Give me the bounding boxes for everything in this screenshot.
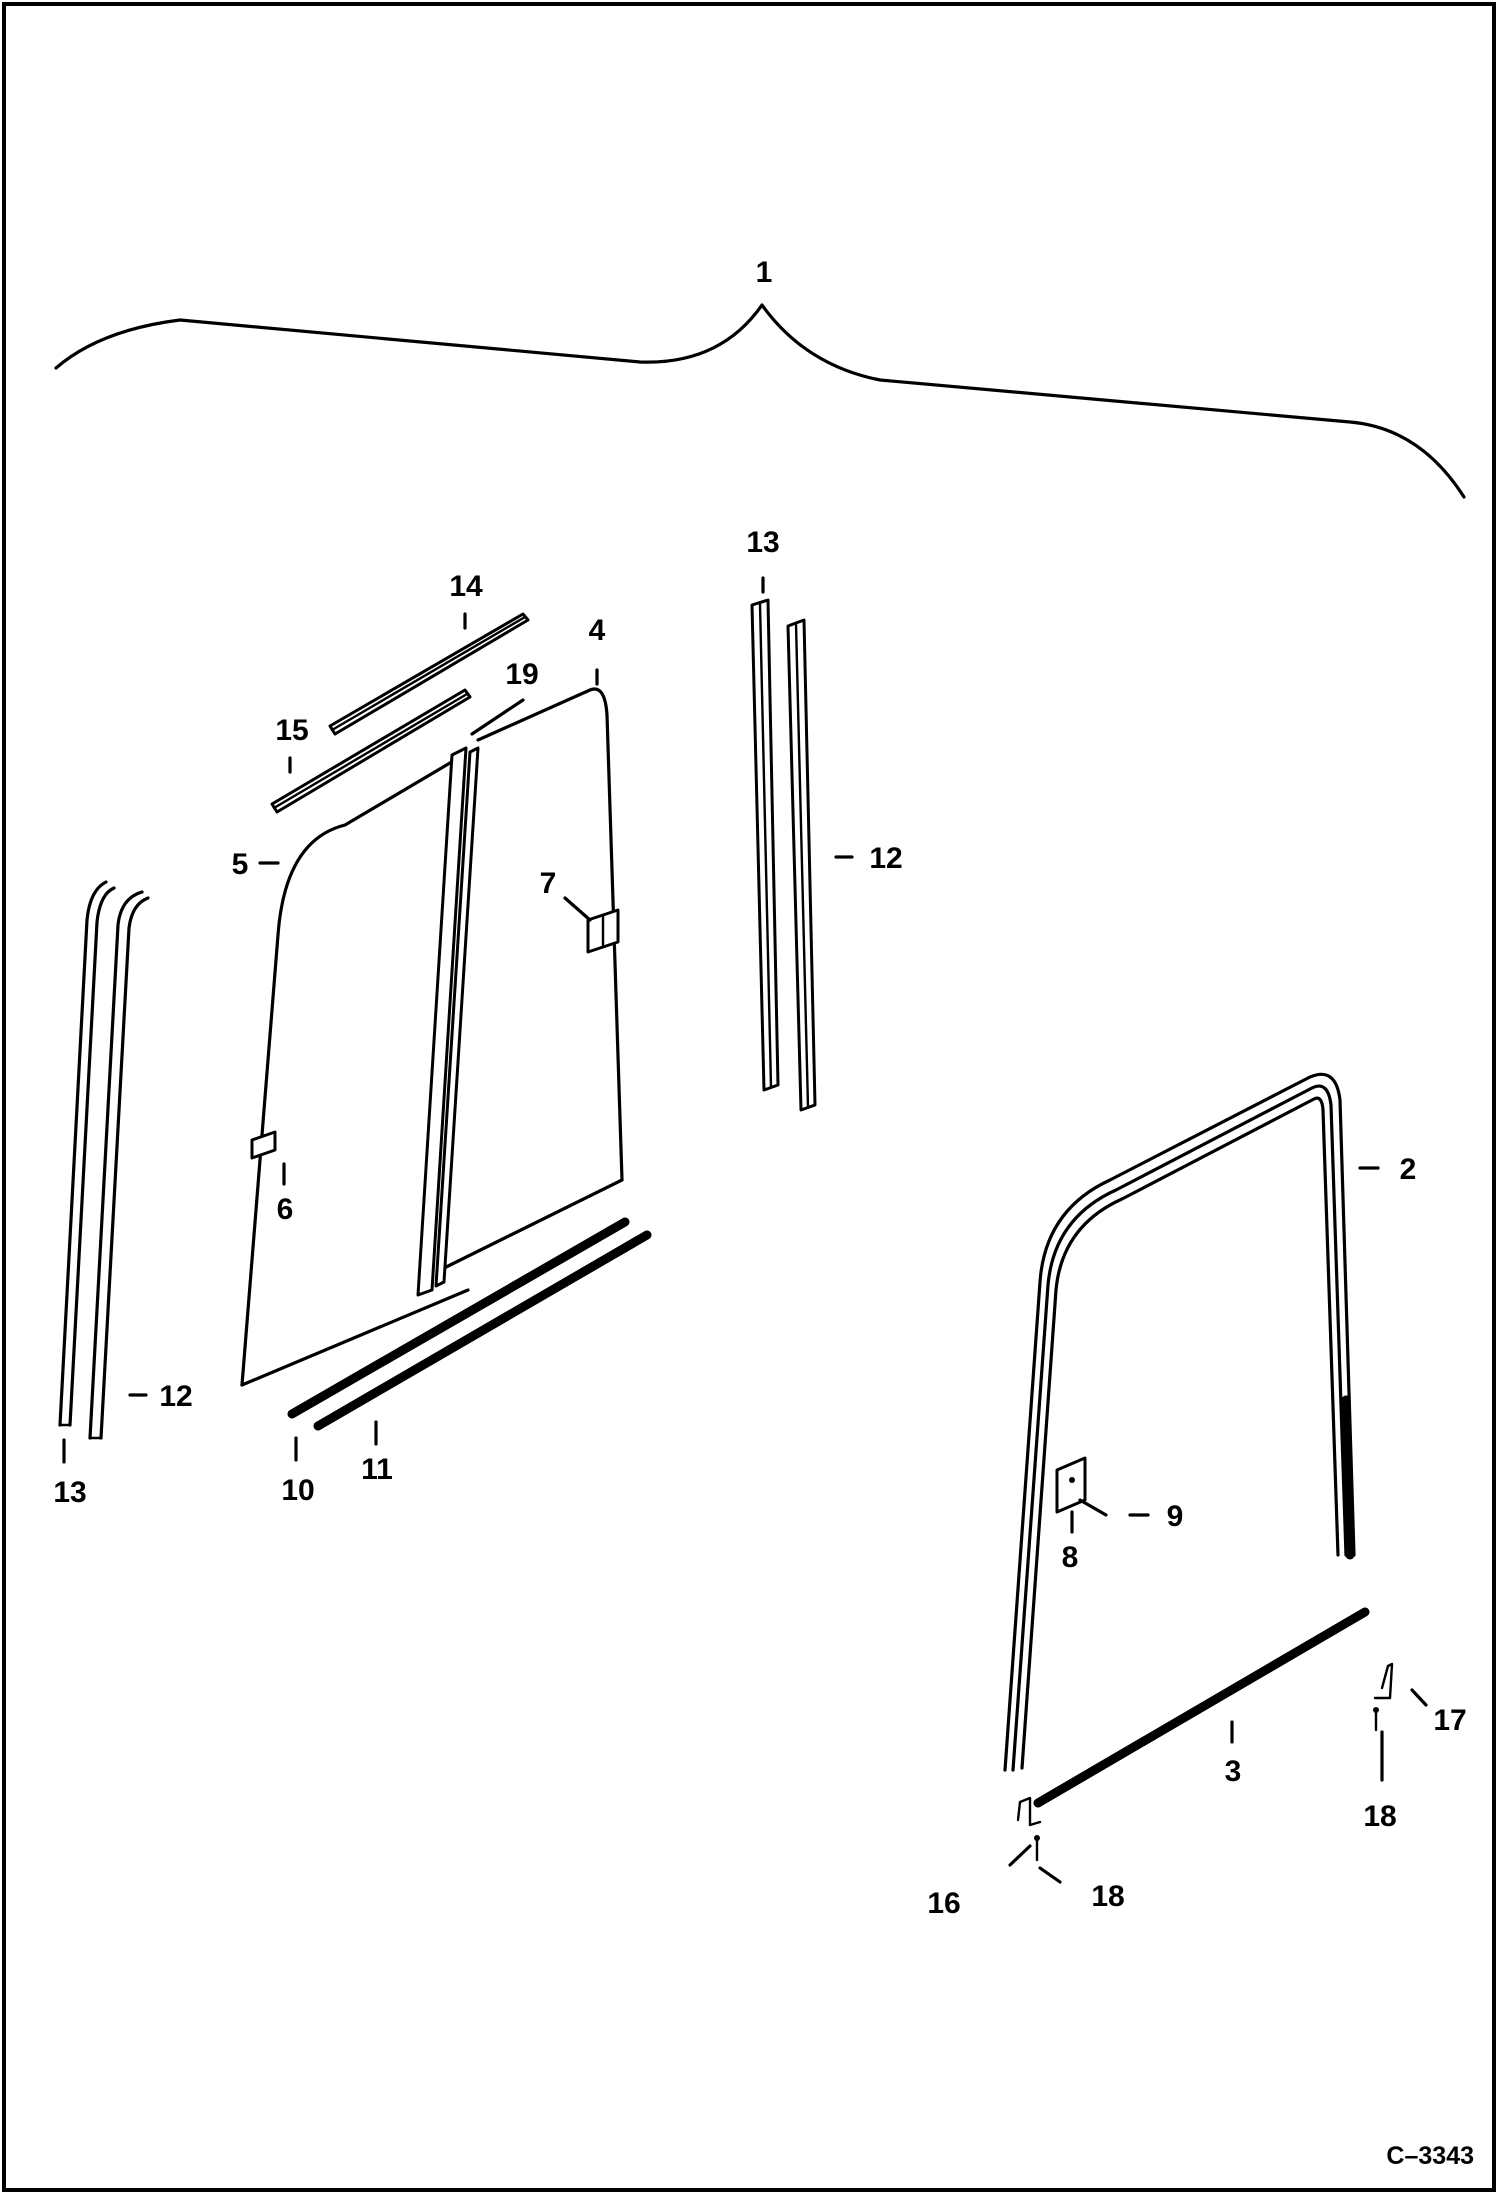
- part-13-right-rail: [750, 598, 780, 1092]
- callout-11: 11: [361, 1453, 393, 1486]
- callout-4: 4: [589, 614, 606, 647]
- part-16-bracket: [1016, 1796, 1042, 1827]
- callout-13-top: 13: [746, 526, 779, 559]
- part-7-latch: [586, 908, 620, 954]
- part-11-bottom-channel: [313, 1230, 652, 1431]
- part-19-center-rail: [416, 746, 480, 1297]
- part-10-bottom-channel: [287, 1217, 630, 1419]
- callout-14: 14: [449, 570, 483, 603]
- part-14-top-channel: [328, 612, 530, 736]
- callout-16: 16: [927, 1887, 960, 1920]
- part-6-catch: [250, 1130, 277, 1160]
- callout-10: 10: [281, 1474, 314, 1507]
- part-13-left-rail: [58, 880, 116, 1427]
- part-15-top-channel: [270, 688, 472, 814]
- callout-7: 7: [540, 867, 557, 900]
- part-12-right-rail: [786, 618, 817, 1112]
- callout-17: 17: [1433, 1704, 1466, 1737]
- glass-bottom-edge: [438, 1178, 624, 1272]
- callout-18-left: 18: [1091, 1880, 1124, 1913]
- figure-reference: C–3343: [1386, 2142, 1474, 2170]
- callout-6: 6: [277, 1193, 294, 1226]
- callout-13-left: 13: [53, 1476, 86, 1509]
- callout-9: 9: [1167, 1500, 1184, 1533]
- leader-lines: [62, 576, 1428, 1884]
- callout-1: 1: [756, 256, 773, 289]
- part-2-frame-seal: [1003, 1072, 1356, 1772]
- callout-8: 8: [1062, 1541, 1079, 1574]
- callout-3: 3: [1225, 1755, 1242, 1788]
- callout-18-right: 18: [1363, 1800, 1396, 1833]
- glass-bottom-edge: [240, 1288, 470, 1387]
- callout-15: 15: [275, 714, 308, 747]
- callout-2: 2: [1400, 1153, 1417, 1186]
- part-5-glass-left: [240, 758, 457, 1387]
- callout-5: 5: [232, 848, 249, 881]
- part-4-glass-right: [438, 687, 624, 1272]
- part-18-screw-left: [1034, 1835, 1040, 1862]
- part-12-left-rail: [88, 890, 150, 1440]
- assembly-bracket: [54, 303, 1466, 499]
- callout-19: 19: [505, 658, 538, 691]
- callout-12-right: 12: [869, 842, 902, 875]
- part-8-hinge-plate: [1055, 1456, 1087, 1514]
- callout-12-left: 12: [159, 1380, 192, 1413]
- part-3-bottom-sill: [1033, 1607, 1370, 1808]
- part-18-screw-right: [1373, 1707, 1379, 1732]
- part-17-bracket: [1373, 1662, 1394, 1700]
